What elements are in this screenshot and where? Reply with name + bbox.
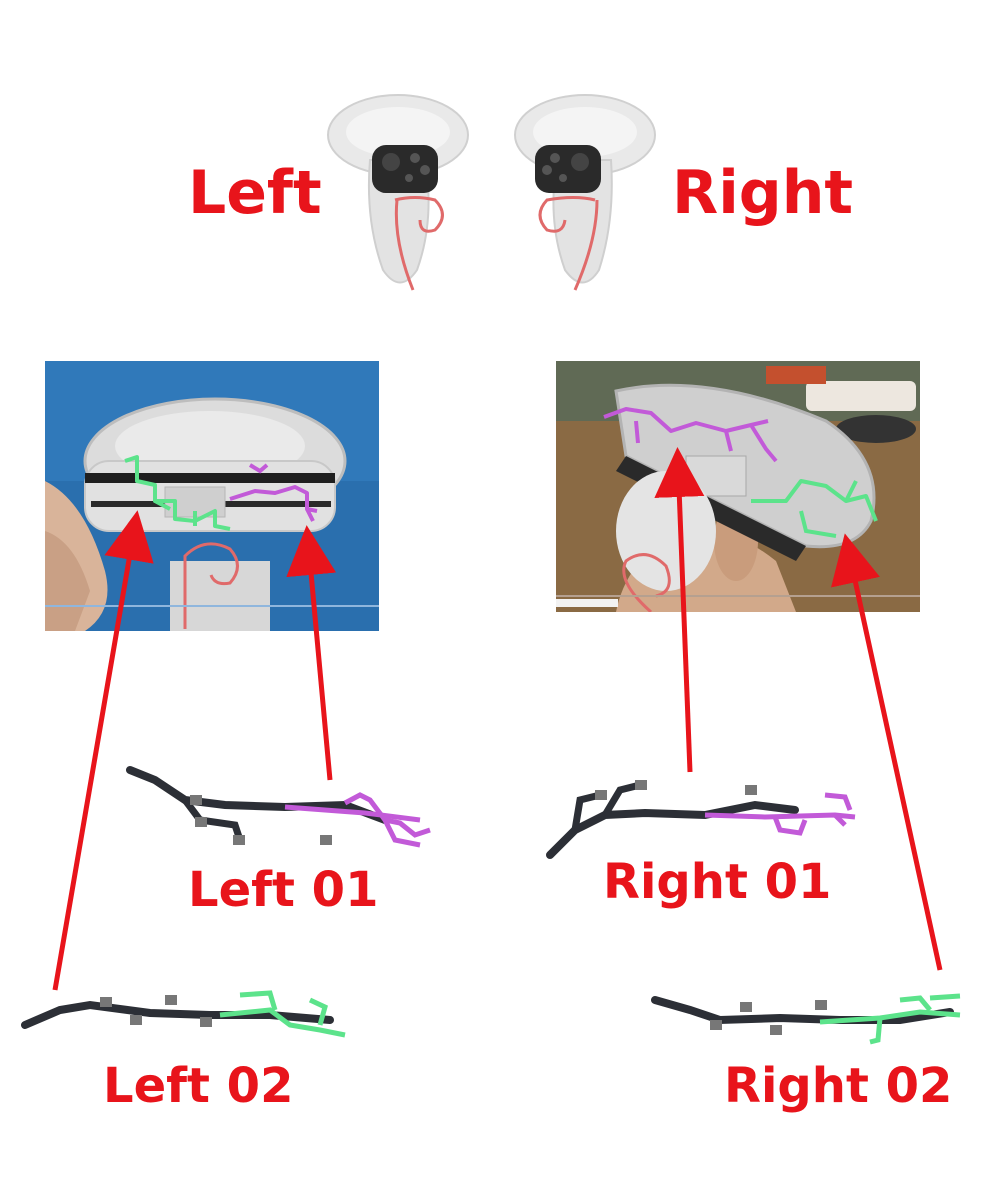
label-right-02: Right 02 [724, 1058, 953, 1114]
vr-controllers-image [327, 94, 656, 291]
left-controller-disassembly-photo [45, 361, 379, 631]
flex-cable-right02-image [651, 993, 961, 1045]
left-trigger-marker [394, 196, 444, 291]
label-right-01: Right 01 [603, 854, 832, 910]
label-left-02: Left 02 [103, 1058, 294, 1114]
flex-cable-right01-image [546, 780, 856, 859]
right-photo-trigger-marker [622, 553, 671, 612]
left-controller [327, 94, 469, 291]
label-left: Left [188, 158, 322, 228]
flex-cable-left01-image [126, 766, 431, 848]
green-trace-left [124, 455, 231, 531]
left-photo-trigger-marker [183, 542, 239, 629]
flex-cable-left02-image [21, 990, 346, 1038]
arrow-right02-to-photo [831, 533, 943, 971]
right-controller [514, 94, 656, 291]
right-trigger-marker [538, 196, 599, 291]
right-controller-disassembly-photo [556, 361, 920, 612]
arrow-left01-to-photo [286, 525, 337, 781]
label-right: Right [672, 158, 854, 228]
green-trace-right [751, 479, 878, 522]
label-left-01: Left 01 [188, 862, 379, 918]
arrow-left02-to-photo [52, 510, 154, 991]
purple-trace-right [603, 407, 778, 463]
arrow-right01-to-photo [654, 447, 705, 773]
